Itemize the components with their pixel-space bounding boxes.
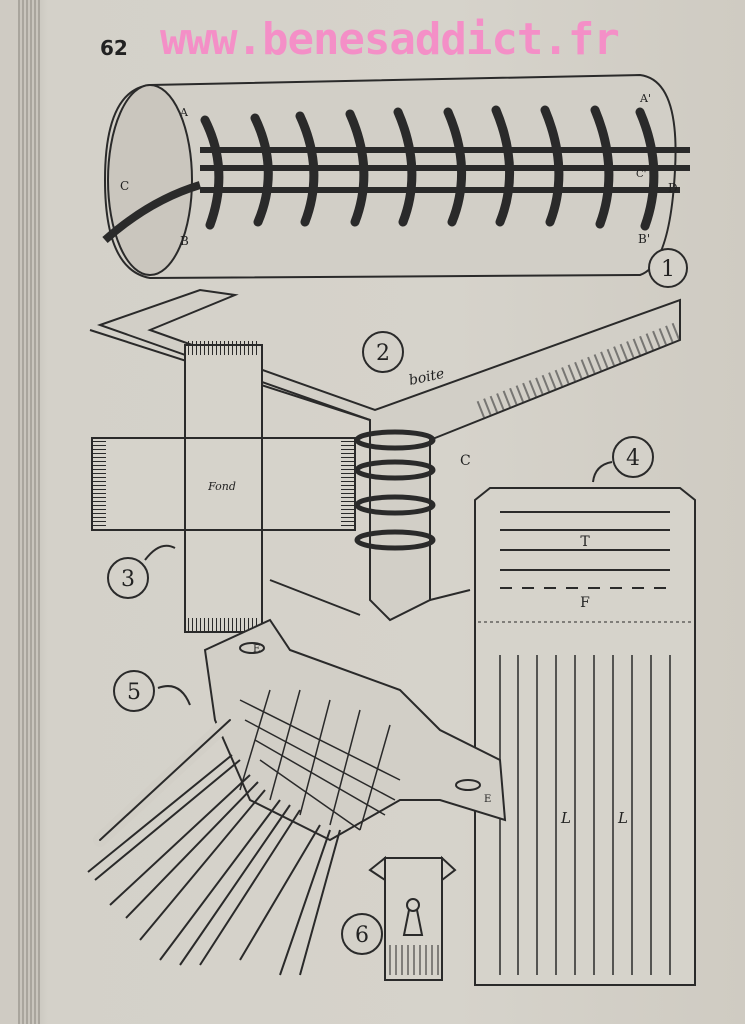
figure-3-box-pattern: Fond 3 xyxy=(91,341,356,633)
page-number: 62 xyxy=(100,36,128,60)
fig4-label-l2: L xyxy=(617,809,628,827)
fig1-label-b-prime: B' xyxy=(638,232,650,246)
page-edges xyxy=(18,0,40,1024)
fig1-label-a-prime: A' xyxy=(639,92,651,105)
fig2-label-c: C xyxy=(460,453,471,469)
fig1-label-b: B xyxy=(180,234,189,248)
fig5-label-e1: E xyxy=(253,644,260,655)
fig3-number: 3 xyxy=(121,567,135,592)
fig1-label-c-prime: C' xyxy=(636,169,646,180)
figure-1-cylinder: A A' B B' C C' D 1 xyxy=(102,73,690,288)
fig1-label-c: C xyxy=(120,179,129,193)
fig4-label-f: F xyxy=(580,595,590,611)
fig3-center-label: Fond xyxy=(207,480,236,493)
watermark: www.benesaddict.fr xyxy=(160,14,620,65)
fig4-label-t: T xyxy=(580,534,590,550)
fig1-number: 1 xyxy=(661,257,675,282)
fig5-number: 5 xyxy=(127,680,141,705)
fig1-label-a: A xyxy=(179,106,189,119)
fig6-number: 6 xyxy=(355,923,369,948)
fig4-number: 4 xyxy=(626,446,640,471)
fig2-box-label: boite xyxy=(408,366,446,389)
figure-4-strip-panel: T F L L 4 xyxy=(474,436,696,986)
fig2-number: 2 xyxy=(376,341,390,366)
figure-5-woven-strips: E E 5 xyxy=(87,618,507,976)
fig5-label-e2: E xyxy=(484,794,491,805)
fig1-label-d: D xyxy=(668,181,678,195)
fig4-label-l1: L xyxy=(560,809,571,827)
figure-6-keyhole-tab: 6 xyxy=(341,855,457,981)
